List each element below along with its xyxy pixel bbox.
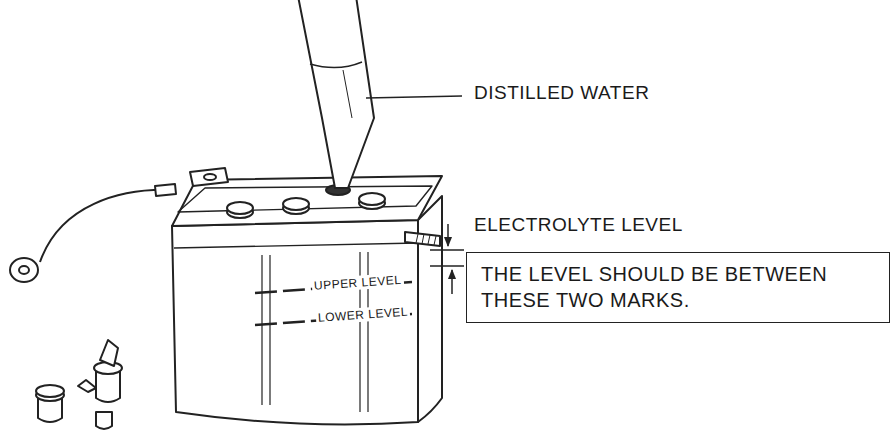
level-arrow <box>430 224 464 294</box>
water-surface <box>310 62 362 68</box>
battery-front <box>172 220 418 424</box>
wire-end <box>155 184 176 196</box>
part-label: ELECTROLYTE LEVEL <box>474 214 683 236</box>
battery-lid-lip <box>174 243 418 248</box>
wire-terminal-hole <box>19 266 29 274</box>
vent-tube <box>405 232 440 246</box>
vent-tube-hatch <box>416 234 436 245</box>
lead-wire <box>40 190 172 262</box>
note-box: THE LEVEL SHOULD BE BETWEEN THESE TWO MA… <box>466 252 890 323</box>
loose-cap <box>36 340 122 429</box>
part-label: DISTILLED WATER <box>474 82 649 104</box>
leader-line <box>366 96 462 98</box>
water-bottle <box>298 0 374 188</box>
wire-terminal <box>10 258 38 282</box>
bottle-shade <box>343 70 352 118</box>
battery-side <box>418 196 442 422</box>
battery-lug <box>190 168 228 186</box>
note-text: THE LEVEL SHOULD BE BETWEEN THESE TWO MA… <box>481 261 875 313</box>
battery-lid-ledge <box>178 186 432 212</box>
lug-hole <box>204 174 216 180</box>
filler-cap <box>227 185 385 218</box>
